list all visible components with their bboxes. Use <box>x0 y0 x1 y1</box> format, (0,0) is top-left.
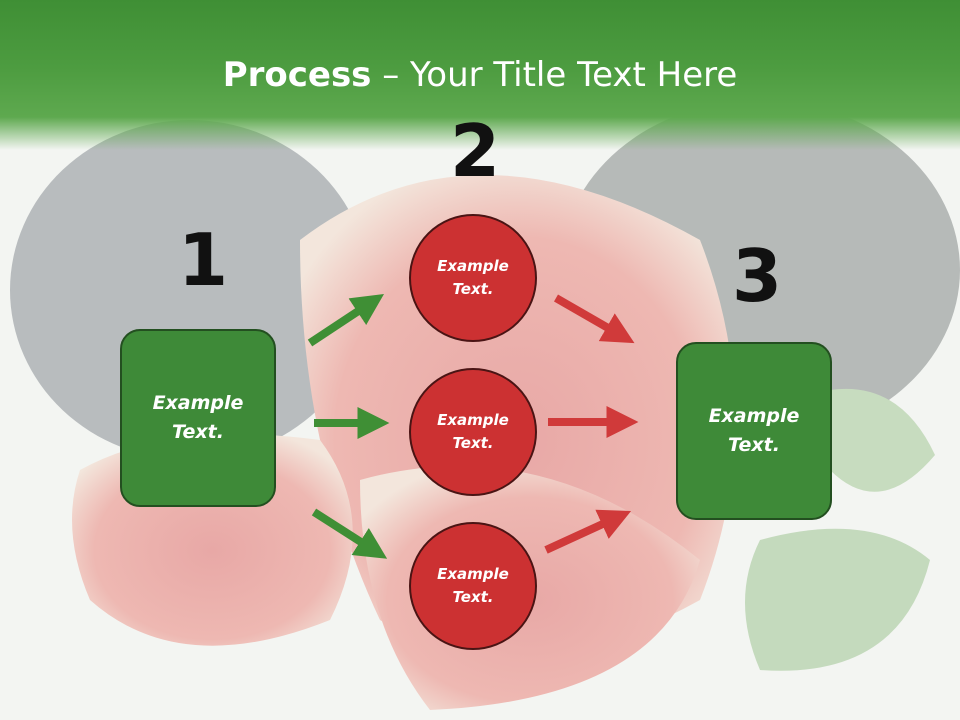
title-bold: Process <box>222 55 372 95</box>
step-number-2: 2 <box>450 109 501 193</box>
right-process-box[interactable]: Example Text. <box>676 342 832 520</box>
left-box-label: Example Text. <box>152 392 244 443</box>
right-box-label: Example Text. <box>708 405 800 456</box>
left-process-box[interactable]: Example Text. <box>120 329 276 507</box>
bottom-circle-label: Example Text. <box>437 565 509 606</box>
bottom-circle[interactable]: Example Text. <box>409 522 537 650</box>
step-number-1: 1 <box>178 218 229 302</box>
step-number-3: 3 <box>732 234 783 318</box>
title-bar <box>0 0 960 150</box>
top-circle-label: Example Text. <box>437 257 509 298</box>
slide-title: Process – Your Title Text Here <box>0 54 960 96</box>
middle-circle[interactable]: Example Text. <box>409 368 537 496</box>
top-circle[interactable]: Example Text. <box>409 214 537 342</box>
middle-circle-label: Example Text. <box>437 411 509 452</box>
title-rest: – Your Title Text Here <box>371 55 738 95</box>
